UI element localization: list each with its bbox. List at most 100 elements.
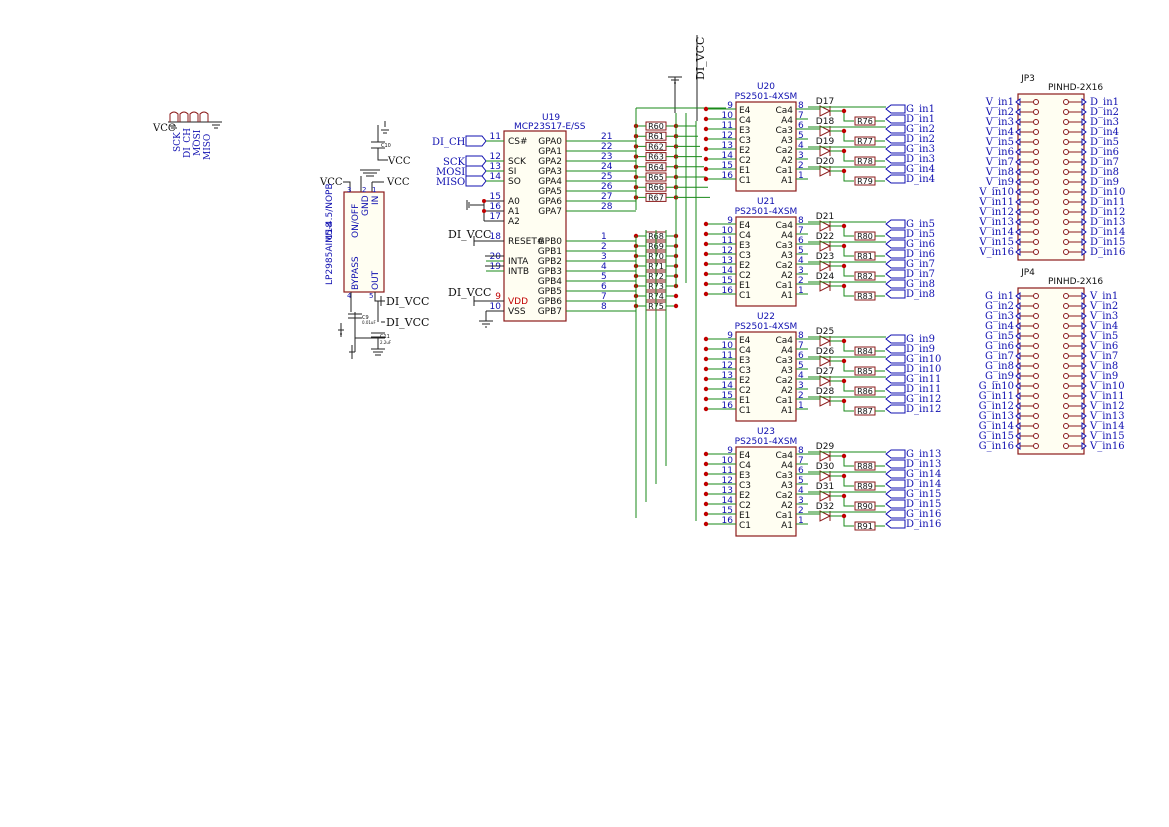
jp3-left-label: V_in5 [985,137,1014,148]
opto-pin-num-8: 8 [798,216,804,226]
port-g-in14 [885,469,906,479]
wire-segment [808,338,854,352]
port-d-in11 [885,384,906,394]
port-sck: SCK [443,155,487,168]
jp3-pin [1033,219,1039,225]
jp4-right-label: V_in16 [1089,441,1125,452]
resistor-label-r91: R91 [857,522,873,531]
junction-dot [703,176,709,182]
opto-pin-name-ca4: Ca4 [775,451,793,461]
net-label-g-in7: G_in7 [906,259,935,270]
jp3-left-port [1015,188,1021,196]
jp4-pin [1033,443,1039,449]
jp3-pin [1063,139,1069,145]
jp4-right-port [1081,372,1087,380]
u18-pin-num-4: 4 [347,292,352,300]
diode-label: D19 [816,137,835,147]
port-g-in15 [885,489,906,499]
net-label-g-in14: G_in14 [906,469,941,480]
header-connector-spi: VCC SCK DI_CH MOSI MISO [152,111,222,160]
opto-pin-name-e3: E3 [739,471,750,481]
jp4-right-label: V_in11 [1089,391,1125,402]
port-d-in15 [885,499,906,509]
opto-pin-num-13: 13 [722,486,733,496]
jp3-left-label: V_in11 [978,197,1014,208]
jp3-left-port [1015,198,1021,206]
net-label-g-in4: G_in4 [906,164,935,175]
opto-pin-num-9: 9 [727,331,733,341]
jp4-right-port [1081,422,1087,430]
opto-pin-name-c4: C4 [739,346,751,356]
u19-pin-num-3: 3 [601,252,607,262]
opto-pin-name-c4: C4 [739,116,751,126]
jp3-pin [1063,189,1069,195]
port-d-in3 [885,154,906,164]
jp3-pin [1033,189,1039,195]
junction-dot [703,521,709,527]
opto-pin-name-ca4: Ca4 [775,106,793,116]
port-g-in13 [885,449,906,459]
opto-pin-name-e4: E4 [739,106,751,116]
jp4-pin [1033,293,1039,299]
diode-label: D28 [816,387,835,397]
jp3-left-port [1015,148,1021,156]
u19-pin-name-gpa3: GPA3 [538,167,562,177]
opto-pin-num-2: 2 [798,391,804,401]
opto-pin-name-a1: A1 [781,291,793,301]
jp3-pin [1063,219,1069,225]
diode-label: D26 [816,347,835,357]
resistor-label-r81: R81 [857,252,873,261]
regulator-u18: C10 VCC VCC VCC LP2985AIM5-4.5/NOPB U18 … [319,121,429,359]
port-miso: MISO [436,175,487,188]
opto-pin-num-4: 4 [798,371,804,381]
net-label-d-in16: D_in16 [906,519,941,530]
junction-dot [841,128,847,134]
opto-pin-num-6: 6 [798,351,804,361]
net-label-d-in1: D_in1 [906,114,935,125]
jp4-left-label: G_in16 [979,441,1014,452]
u19-pin-num-27: 27 [601,192,612,202]
jp4-right-label: V_in6 [1089,341,1118,352]
jp4-right-port [1081,442,1087,450]
header-jp3: JP3PINHD-2X16V_in1V_in2V_in3V_in4V_in5V_… [978,74,1125,261]
opto-pin-num-12: 12 [722,246,733,256]
u19-pin-name-a0: A0 [508,197,520,207]
opto-pin-num-16: 16 [722,516,734,526]
opto-pin-num-11: 11 [722,466,733,476]
opto-pin-num-9: 9 [727,101,733,111]
net-label-d-in5: D_in5 [906,229,935,240]
resistor-label-r64: R64 [648,163,664,172]
wire-segment [808,493,854,507]
junction-dot [703,491,709,497]
opto-body [735,446,797,537]
opto-pin-num-8: 8 [798,446,804,456]
opto-pin-num-16: 16 [722,401,734,411]
opto-pin-num-15: 15 [722,391,733,401]
jp3-right-port [1081,228,1087,236]
jp4-pin [1033,383,1039,389]
opto-pin-name-e2: E2 [739,261,750,271]
jp3-left-port [1015,228,1021,236]
u19-body [503,130,567,322]
u18-pin-num-3: 3 [347,186,351,194]
jp3-right-label: D_in6 [1090,147,1119,158]
u19-pin-num-16: 16 [490,202,502,212]
jp3-pin [1033,149,1039,155]
jp3-body [1017,93,1085,261]
jp4-left-label: G_in6 [985,341,1014,352]
jp3-left-port [1015,108,1021,116]
junction-dot [703,396,709,402]
jp3-left-label: V_in2 [985,107,1014,118]
junction-dot [703,386,709,392]
net-label-d-in2: D_in2 [906,134,935,145]
port-d-in2 [885,134,906,144]
opto-pin-name-ca1: Ca1 [775,396,793,406]
diode-label: D23 [816,252,834,262]
diode-label: D32 [816,502,834,512]
u19-pin-name-gpa6: GPA6 [538,197,562,207]
opto-pin-name-c2: C2 [739,156,751,166]
jp3-right-label: D_in16 [1090,247,1125,258]
net-label-g-in5: G_in5 [906,219,935,230]
u19-pin-num-21: 21 [601,132,612,142]
opto-pin-num-7: 7 [798,456,804,466]
